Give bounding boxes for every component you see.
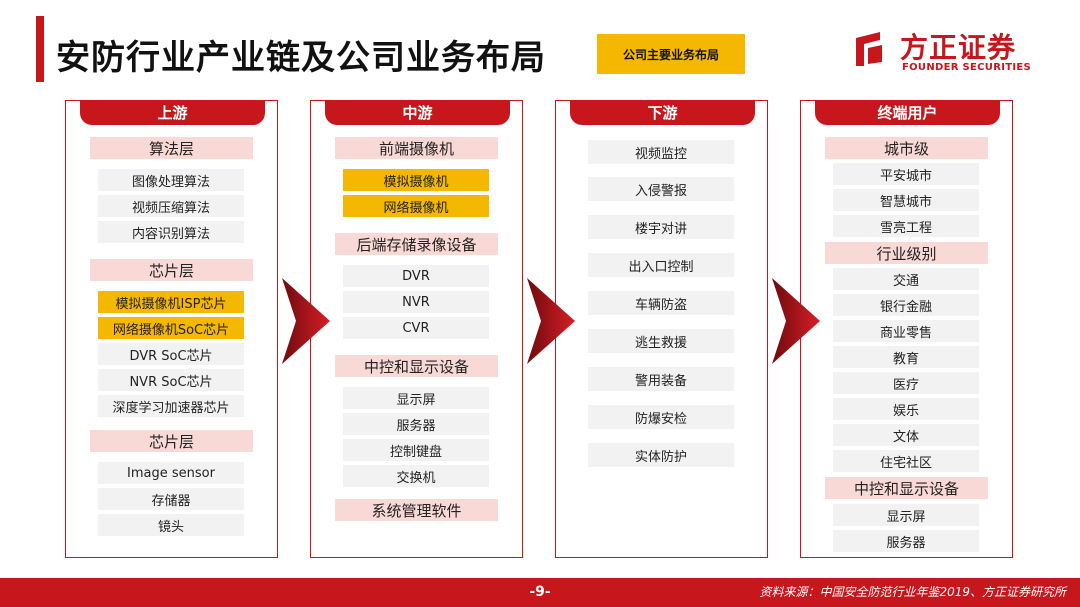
list-item: 交换机 (343, 465, 489, 487)
highlighted-item: 网络摄像机SoC芯片 (98, 317, 244, 339)
list-item: 交通 (833, 268, 979, 290)
list-item: NVR (343, 291, 489, 313)
list-item: 商业零售 (833, 320, 979, 342)
panel-end-users: 终端用户 城市级 平安城市 智慧城市 雪亮工程 行业级别 交通 银行金融 商业零… (800, 100, 1013, 558)
list-item: 服务器 (343, 413, 489, 435)
list-item: 实体防护 (588, 443, 734, 467)
logo-chinese-name: 方正证券 (900, 31, 1017, 64)
category-label: 中控和显示设备 (335, 355, 498, 377)
list-item: 防爆安检 (588, 405, 734, 429)
category-label: 后端存储录像设备 (335, 233, 498, 255)
panel-title: 终端用户 (815, 100, 1000, 125)
highlighted-item: 模拟摄像机ISP芯片 (98, 291, 244, 313)
flow-arrow-icon (772, 278, 820, 364)
business-layout-tag: 公司主要业务布局 (597, 34, 745, 74)
list-item: 医疗 (833, 372, 979, 394)
panel-title: 下游 (570, 100, 755, 125)
list-item: Image sensor (98, 462, 244, 484)
highlighted-item: 网络摄像机 (343, 195, 489, 217)
list-item: 深度学习加速器芯片 (98, 395, 244, 417)
founder-logo-icon (856, 32, 882, 66)
list-item: 逃生救援 (588, 329, 734, 353)
list-item: CVR (343, 317, 489, 339)
category-label: 中控和显示设备 (825, 477, 988, 499)
list-item: 显示屏 (833, 504, 979, 526)
list-item: 内容识别算法 (98, 221, 244, 243)
list-item: NVR SoC芯片 (98, 369, 244, 391)
logo-english-name: FOUNDER SECURITIES (902, 62, 1032, 73)
category-label: 系统管理软件 (335, 499, 498, 521)
list-item: 控制键盘 (343, 439, 489, 461)
list-item: 住宅社区 (833, 450, 979, 472)
list-item: 出入口控制 (588, 253, 734, 277)
list-item: 银行金融 (833, 294, 979, 316)
category-label: 城市级 (825, 137, 988, 159)
list-item: 视频监控 (588, 140, 734, 164)
category-label: 行业级别 (825, 242, 988, 264)
category-label: 芯片层 (90, 430, 253, 452)
list-item: 雪亮工程 (833, 215, 979, 237)
list-item: 车辆防盗 (588, 291, 734, 315)
panel-downstream: 下游 视频监控 入侵警报 楼宇对讲 出入口控制 车辆防盗 逃生救援 警用装备 防… (555, 100, 768, 558)
page-title: 安防行业产业链及公司业务布局 (56, 38, 546, 78)
title-accent-bar (36, 16, 44, 82)
list-item: 楼宇对讲 (588, 215, 734, 239)
flow-arrow-icon (527, 278, 575, 364)
footer-bar: -9- 资料来源：中国安全防范行业年鉴2019、方正证券研究所 (0, 578, 1080, 607)
category-label: 芯片层 (90, 259, 253, 281)
list-item: 教育 (833, 346, 979, 368)
list-item: 入侵警报 (588, 177, 734, 201)
list-item: 服务器 (833, 530, 979, 552)
founder-securities-logo: 方正证券 FOUNDER SECURITIES (850, 26, 1040, 76)
list-item: 显示屏 (343, 387, 489, 409)
page-number: -9- (529, 584, 551, 600)
list-item: 娱乐 (833, 398, 979, 420)
list-item: DVR SoC芯片 (98, 343, 244, 365)
source-note: 资料来源：中国安全防范行业年鉴2019、方正证券研究所 (759, 585, 1066, 599)
list-item: 镜头 (98, 514, 244, 536)
panel-title: 中游 (325, 100, 510, 125)
list-item: 存储器 (98, 488, 244, 510)
list-item: DVR (343, 265, 489, 287)
panel-upstream: 上游 算法层 图像处理算法 视频压缩算法 内容识别算法 芯片层 模拟摄像机ISP… (65, 100, 278, 558)
list-item: 平安城市 (833, 163, 979, 185)
flow-arrow-icon (282, 278, 330, 364)
category-label: 前端摄像机 (335, 137, 498, 159)
list-item: 智慧城市 (833, 189, 979, 211)
category-label: 算法层 (90, 137, 253, 159)
list-item: 图像处理算法 (98, 169, 244, 191)
list-item: 警用装备 (588, 367, 734, 391)
panel-midstream: 中游 前端摄像机 模拟摄像机 网络摄像机 后端存储录像设备 DVR NVR CV… (310, 100, 523, 558)
highlighted-item: 模拟摄像机 (343, 169, 489, 191)
panel-title: 上游 (80, 100, 265, 125)
list-item: 视频压缩算法 (98, 195, 244, 217)
list-item: 文体 (833, 424, 979, 446)
